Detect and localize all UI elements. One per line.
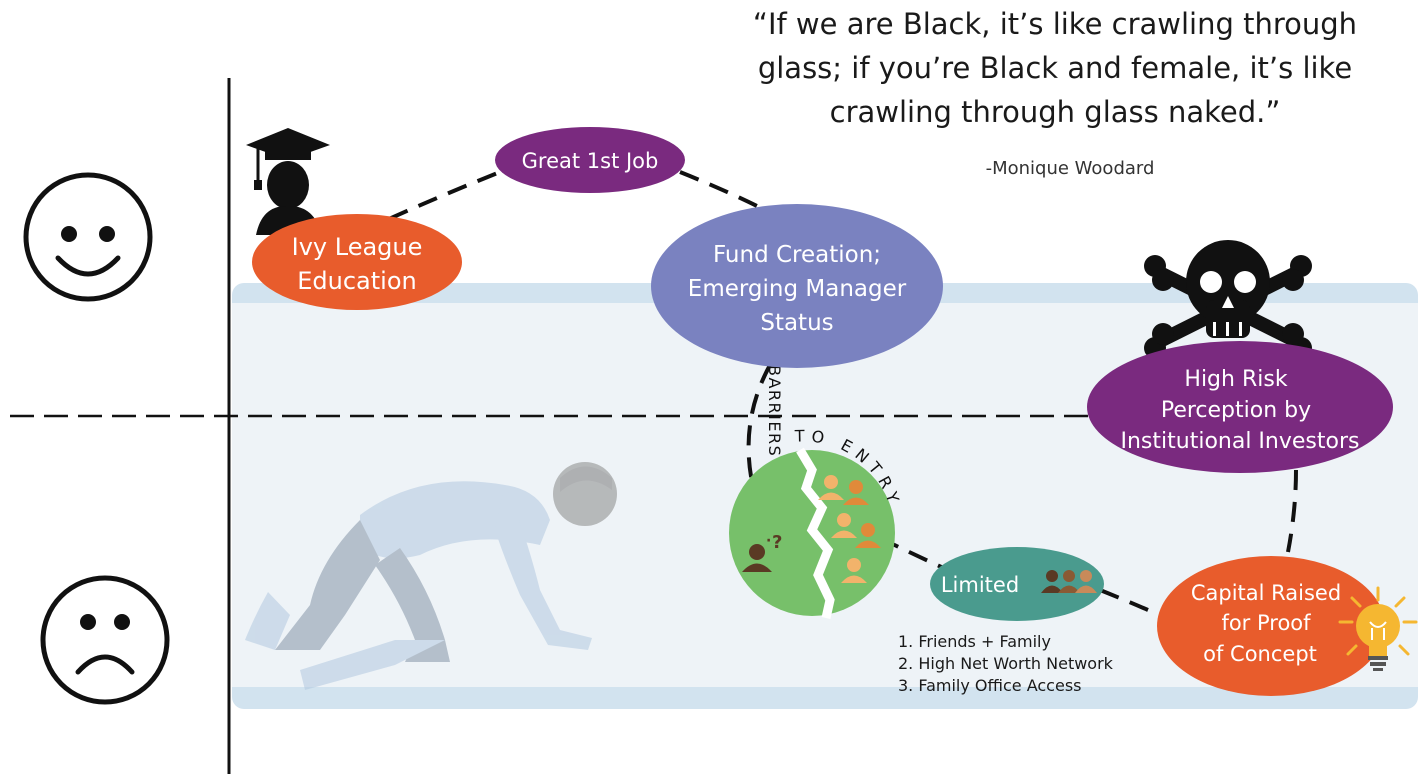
smiley-face-icon xyxy=(23,172,153,302)
quote-text: “If we are Black, it’s like crawling thr… xyxy=(752,7,1358,129)
list-item: 3. Family Office Access xyxy=(898,676,1082,695)
funding-sources-list: 1. Friends + Family 2. High Net Worth Ne… xyxy=(898,631,1113,697)
crawling-person-icon xyxy=(245,462,617,690)
quote-author: -Monique Woodard xyxy=(985,158,1155,179)
ivy-league-line2: Education xyxy=(297,267,416,295)
great-first-job-label: Great 1st Job xyxy=(522,149,659,173)
capital-raised-line3: of Concept xyxy=(1203,642,1317,666)
high-risk-line2: Perception by xyxy=(1161,398,1311,423)
frowning-face-icon xyxy=(40,575,170,705)
fund-creation-line1: Fund Creation; xyxy=(713,242,881,268)
fund-creation-line2: Emerging Manager xyxy=(688,276,907,302)
people-group-icon xyxy=(742,475,881,583)
ivy-league-node: Ivy League Education xyxy=(252,214,462,310)
capital-raised-node: Capital Raised for Proof of Concept xyxy=(1157,556,1385,696)
lightbulb-icon xyxy=(1338,586,1418,671)
list-item: 2. High Net Worth Network xyxy=(898,654,1113,673)
fund-creation-node: Fund Creation; Emerging Manager Status xyxy=(651,204,943,368)
limited-people-icon xyxy=(1041,570,1097,593)
capital-raised-line2: for Proof xyxy=(1221,611,1311,635)
question-mark: ? xyxy=(772,532,782,553)
ivy-league-line1: Ivy League xyxy=(292,233,423,261)
skull-crossbones-icon xyxy=(1144,240,1312,359)
question-dots: · xyxy=(766,533,771,549)
fund-creation-line3: Status xyxy=(760,310,833,336)
limited-label: Limited xyxy=(941,573,1019,597)
list-item: 1. Friends + Family xyxy=(898,632,1051,651)
high-risk-line3: Institutional Investors xyxy=(1121,429,1360,454)
limited-node: Limited xyxy=(930,547,1104,621)
high-risk-node: High Risk Perception by Institutional In… xyxy=(1087,341,1393,473)
capital-raised-line1: Capital Raised xyxy=(1191,581,1341,605)
high-risk-line1: High Risk xyxy=(1184,367,1287,392)
barriers-label: BARRIERS xyxy=(765,365,784,457)
great-first-job-node: Great 1st Job xyxy=(495,127,685,193)
